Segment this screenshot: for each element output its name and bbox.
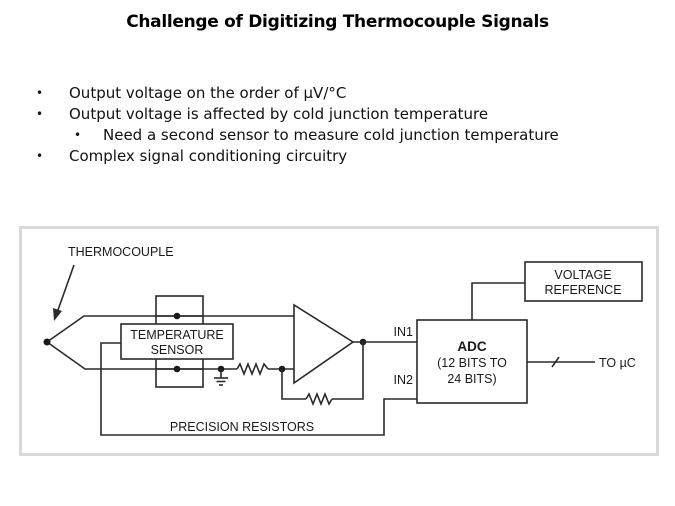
- amplifier-triangle-icon: [293, 303, 355, 385]
- ground-icon: [214, 369, 228, 386]
- bullet-dot-icon: •: [36, 86, 44, 100]
- bullet-list: • Output voltage on the order of µV/°C • O…: [30, 83, 559, 167]
- to-microcontroller-label: TO µC: [599, 356, 636, 370]
- bullet-dot-icon: •: [74, 128, 82, 142]
- thermocouple-upper-wire: [46, 315, 294, 343]
- bus-slash-icon: [551, 356, 560, 368]
- input-resistor-icon: [236, 361, 269, 377]
- adc-resolution-line1: (12 BITS TO: [437, 356, 507, 370]
- bullet-item: • Output voltage is affected by cold junc…: [30, 104, 559, 125]
- connection-dot: [173, 365, 181, 373]
- bullet-text: Need a second sensor to measure cold jun…: [103, 126, 559, 144]
- temperature-sensor-label-line2: SENSOR: [151, 343, 204, 357]
- bullet-dot-icon: •: [36, 107, 44, 121]
- temperature-sensor-label-line1: TEMPERATURE: [130, 328, 224, 342]
- sub-bullet-item: • Need a second sensor to measure cold ju…: [30, 125, 559, 146]
- bullet-item: • Complex signal conditioning circuitry: [30, 146, 559, 167]
- feedback-resistor-icon: [305, 391, 333, 407]
- thermocouple-label: THERMOCOUPLE: [68, 245, 174, 259]
- voltage-reference-label-line2: REFERENCE: [544, 283, 621, 297]
- in2-label: IN2: [394, 373, 414, 387]
- adc-title: ADC: [457, 339, 486, 354]
- bullet-dot-icon: •: [36, 149, 44, 163]
- voltage-reference-box: [524, 261, 643, 302]
- sensor-to-in2-wire: [100, 342, 417, 436]
- voltage-reference-label-line1: VOLTAGE: [554, 268, 611, 282]
- bullet-item: • Output voltage on the order of µV/°C: [30, 83, 559, 104]
- slide-title: Challenge of Digitizing Thermocouple Sig…: [126, 12, 549, 32]
- thermocouple-pointer-arrow-icon: [53, 264, 75, 321]
- connection-dot: [173, 312, 181, 320]
- adc-box: [416, 319, 528, 404]
- adc-resolution-line2: 24 BITS): [447, 372, 496, 386]
- bullet-text: Output voltage is affected by cold junct…: [69, 105, 489, 123]
- vref-to-adc-wire: [471, 282, 525, 320]
- bullet-text: Output voltage on the order of µV/°C: [69, 84, 347, 102]
- feedback-wire: [332, 342, 364, 400]
- in1-label: IN1: [394, 325, 414, 339]
- thermocouple-lower-wire: [46, 341, 294, 370]
- precision-resistors-label: PRECISION RESISTORS: [170, 420, 314, 434]
- bullet-text: Complex signal conditioning circuitry: [69, 147, 348, 165]
- temperature-sensor-box: [120, 323, 234, 360]
- diagram-frame: [19, 226, 659, 456]
- thermocouple-junction-dot: [43, 338, 51, 346]
